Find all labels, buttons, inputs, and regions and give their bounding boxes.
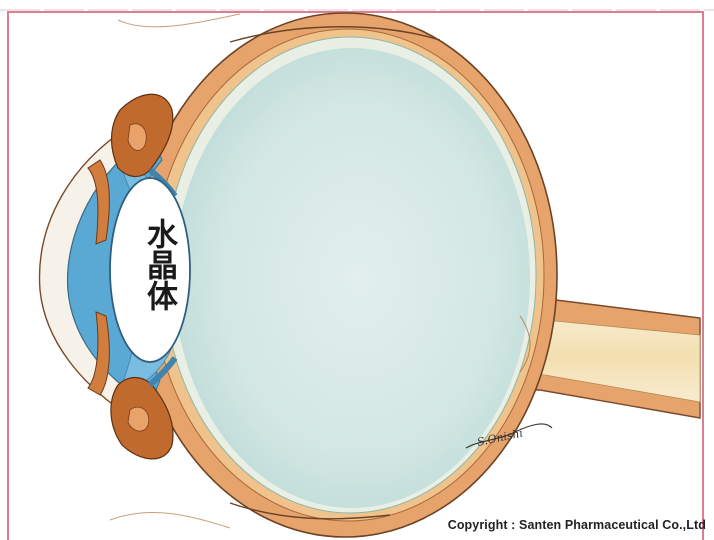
copyright-text: Copyright : Santen Pharmaceutical Co.,Lt… <box>448 518 706 532</box>
eyelid-upper <box>118 14 240 27</box>
ciliary-body-upper-detail <box>128 124 146 151</box>
lens-label: 水晶体 <box>127 218 177 311</box>
eyelid-lower <box>110 512 230 528</box>
ciliary-body-lower-detail <box>128 407 149 431</box>
